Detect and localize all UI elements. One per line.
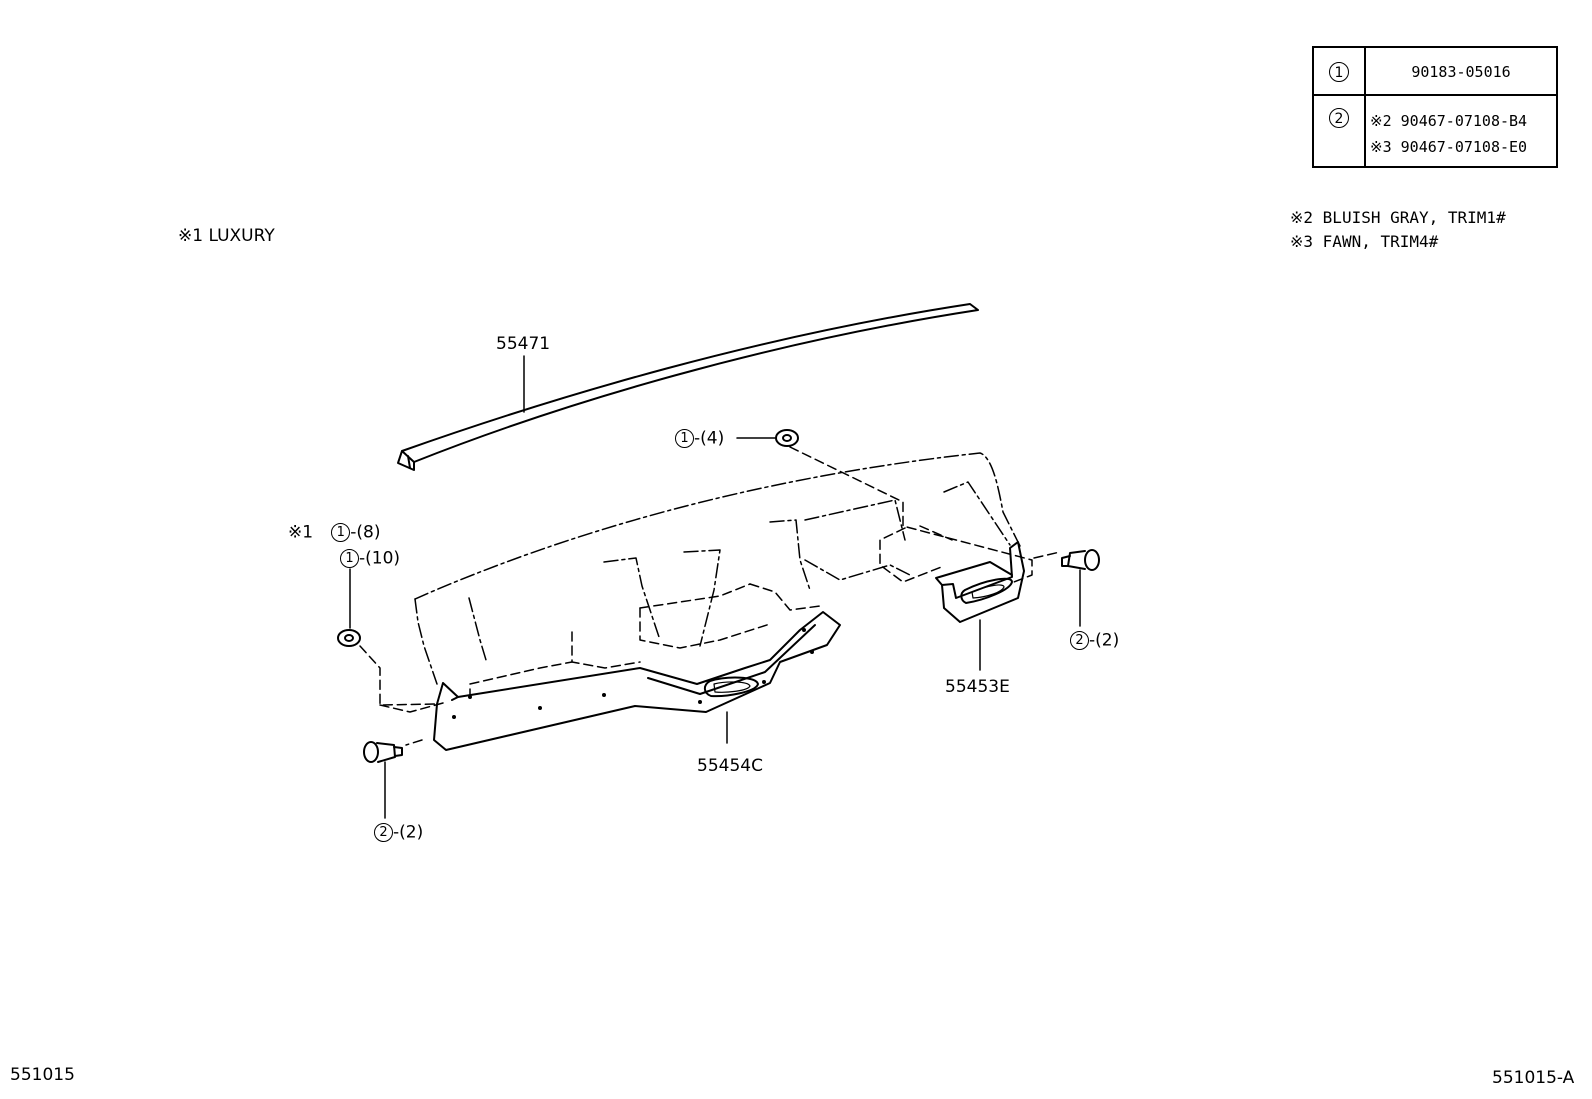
part-number: 90183-05016 (1411, 63, 1511, 81)
parts-table: 1 90183-05016 2 ※2 90467-07108-B4 ※3 904… (1312, 46, 1558, 168)
circled-number: 1 (675, 429, 694, 448)
callout-clip-1-qty-10: 1-(10) (340, 548, 400, 569)
quantity-label: -(10) (359, 548, 401, 569)
footer-diagram-code-variant: 551015-A (1492, 1068, 1575, 1088)
luxury-mark: ※1 (288, 522, 314, 543)
parts-table-key-cell: 2 (1312, 94, 1366, 168)
part-number: ※3 90467-07108-E0 (1370, 138, 1528, 156)
footer-diagram-code: 551015 (10, 1065, 75, 1085)
circled-number: 2 (1329, 108, 1349, 128)
quantity-label: -(2) (393, 822, 424, 843)
clip-1-left (337, 629, 361, 647)
circled-number: 1 (340, 549, 359, 568)
callout-55471: 55471 (496, 334, 551, 354)
callout-clip-1-qty-4: 1-(4) (675, 428, 724, 449)
color-note-2: ※2 BLUISH GRAY, TRIM1# (1290, 208, 1506, 227)
attachment-lines (359, 446, 1061, 746)
quantity-label: -(8) (350, 522, 381, 543)
quantity-label: -(4) (694, 428, 725, 449)
color-note-3: ※3 FAWN, TRIM4# (1290, 232, 1439, 251)
callout-fastener-2-left: 2-(2) (374, 822, 423, 843)
parts-table-value-cell: 90183-05016 (1364, 46, 1558, 96)
callout-clip-1-qty-8: ※1 1-(8) (288, 522, 380, 543)
fastener-2-right (1061, 549, 1100, 571)
clip-1-top (775, 429, 799, 447)
part-number: ※2 90467-07108-B4 (1370, 112, 1528, 130)
part-55453e-bracket (935, 541, 1025, 623)
instrument-panel-outline (414, 452, 1021, 685)
circled-number: 2 (1070, 631, 1089, 650)
part-55454c-lower-panel (433, 611, 841, 751)
parts-table-row: 2 ※2 90467-07108-B4 ※3 90467-07108-E0 (1312, 94, 1558, 168)
circled-number: 1 (331, 523, 351, 542)
parts-table-value-cell: ※2 90467-07108-B4 ※3 90467-07108-E0 (1364, 94, 1558, 168)
circled-number: 1 (1329, 62, 1349, 82)
part-55471-garnish-strip (397, 303, 979, 471)
callout-55454c: 55454C (697, 756, 763, 776)
quantity-label: -(2) (1089, 630, 1120, 651)
callout-55453e: 55453E (945, 677, 1010, 697)
panel-screw-holes (452, 628, 814, 719)
fastener-2-left (363, 741, 403, 763)
parts-table-row: 1 90183-05016 (1312, 46, 1558, 96)
parts-table-key-cell: 1 (1312, 46, 1366, 96)
circled-number: 2 (374, 823, 393, 842)
luxury-note: ※1 LUXURY (178, 226, 275, 246)
callout-fastener-2-right: 2-(2) (1070, 630, 1119, 651)
